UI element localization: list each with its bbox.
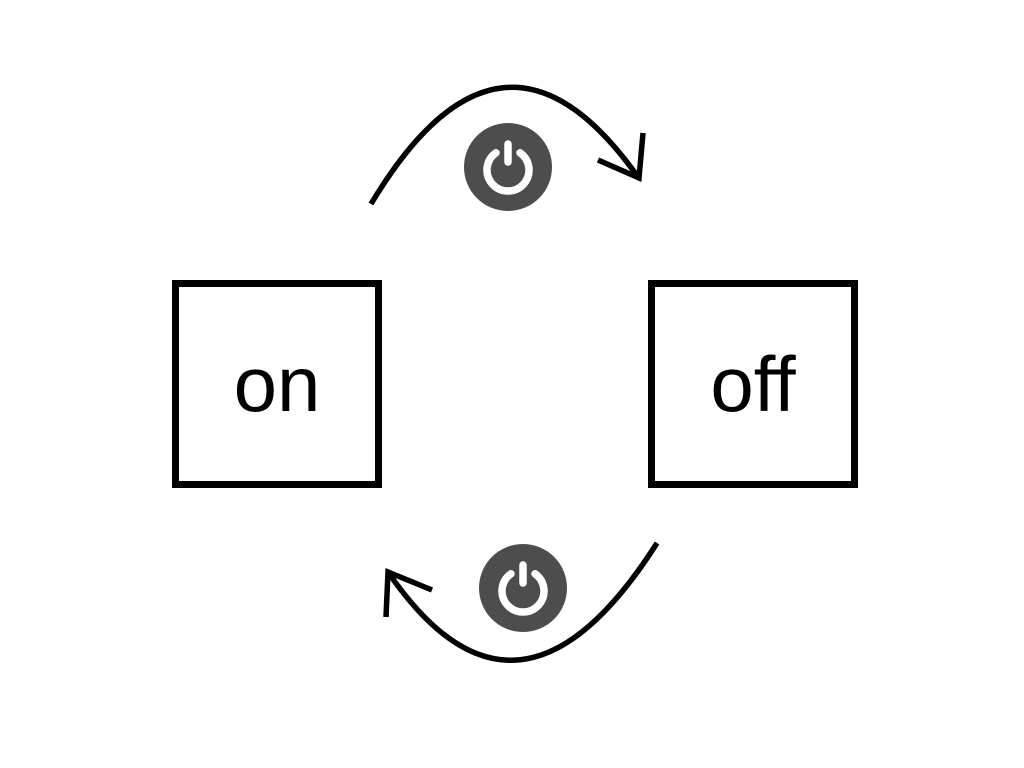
power-icon-ring xyxy=(498,570,548,616)
arrowhead-on-to-off-icon xyxy=(596,132,646,183)
power-icon-background xyxy=(464,123,552,211)
arrowhead-off-to-on-icon xyxy=(383,567,434,618)
power-icon-ring xyxy=(483,149,533,195)
transition-arrow-on-to-off xyxy=(368,84,641,206)
state-off-label: off xyxy=(710,340,796,428)
state-box-off: off xyxy=(648,280,858,488)
transition-arrow-off-to-on xyxy=(385,541,660,663)
power-button-icon xyxy=(464,123,552,211)
state-box-on: on xyxy=(172,280,382,488)
power-button-icon xyxy=(479,544,567,632)
power-icon-background xyxy=(479,544,567,632)
state-on-label: on xyxy=(233,340,321,428)
